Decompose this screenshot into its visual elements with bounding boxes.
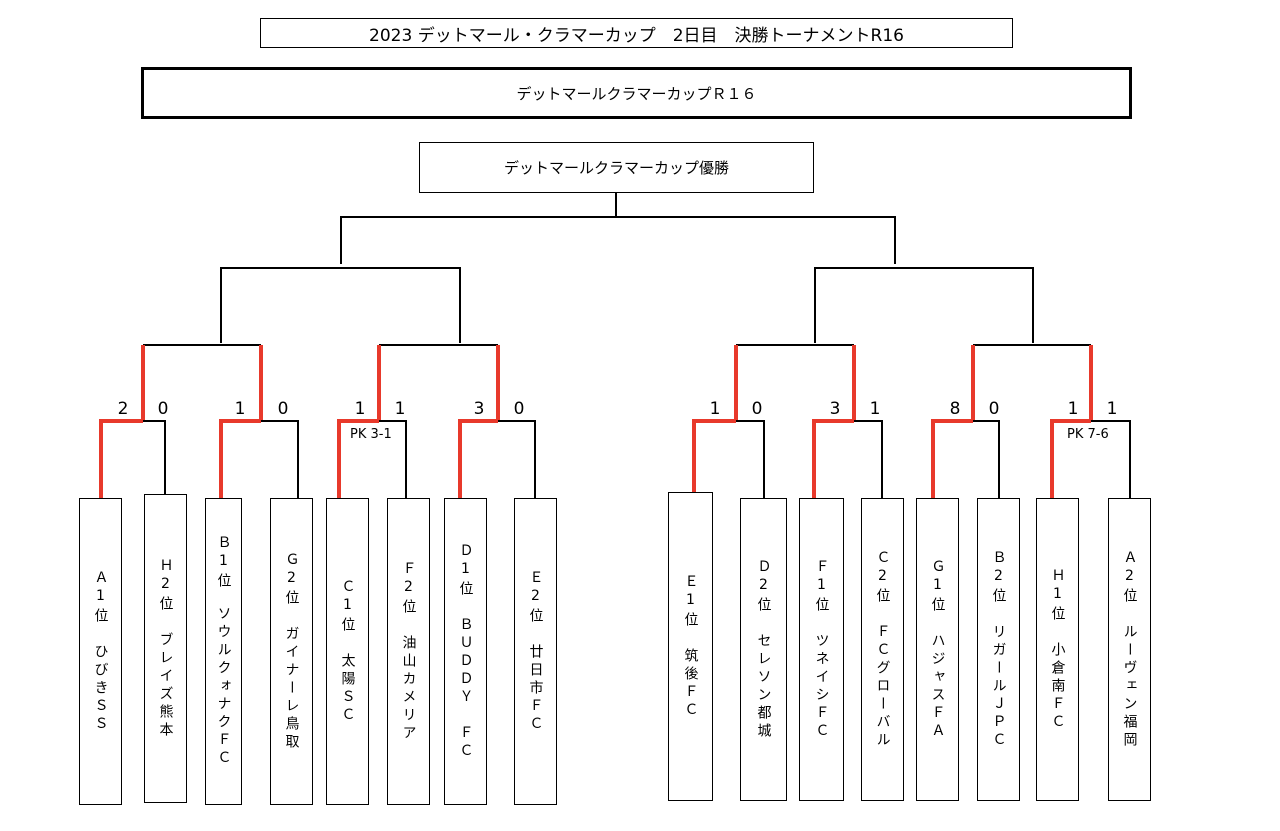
- match-score-away: 0: [157, 399, 169, 419]
- winner-path-line: [692, 419, 736, 492]
- match-score-home: 2: [117, 399, 129, 419]
- bracket-connector: [736, 420, 765, 498]
- team-text: Ｆ2位 油山カメリア: [400, 560, 417, 743]
- team-box: Ｈ2位 ブレイズ熊本: [144, 494, 187, 803]
- team-box: Ｈ1位 小倉南ＦＣ: [1036, 498, 1079, 801]
- match-score-away: 0: [988, 399, 1000, 419]
- match-score-home: 3: [829, 399, 841, 419]
- bracket-connector: [854, 420, 883, 498]
- team-box: Ｄ1位 ＢＵＤＤＹ ＦＣ: [444, 498, 487, 805]
- team-box: Ａ1位 ひびきＳＳ: [79, 498, 122, 805]
- team-box: Ｆ2位 油山カメリア: [387, 498, 430, 805]
- team-text: Ｂ1位 ソウルクォナクＦＣ: [215, 535, 232, 768]
- team-text: Ａ2位 ルーヴェン福岡: [1121, 549, 1138, 750]
- match-score-home: 8: [949, 399, 961, 419]
- match-score-home: 1: [709, 399, 721, 419]
- bracket-connector: [814, 267, 1034, 343]
- winner-path-line: [1050, 419, 1091, 498]
- match-score-away: 1: [869, 399, 881, 419]
- bracket-connector: [498, 420, 536, 498]
- team-text: Ｆ1位 ツネイシＦＣ: [813, 558, 830, 741]
- penalty-shootout-label: PK 3-1: [350, 427, 392, 442]
- match-score-home: 1: [1067, 399, 1079, 419]
- bracket-connector: [143, 420, 166, 494]
- match-score-away: 0: [277, 399, 289, 419]
- bracket-connector: [261, 420, 299, 498]
- bracket-connector: [973, 420, 1000, 498]
- winner-path-line: [458, 419, 498, 498]
- winner-path-line: [812, 419, 854, 498]
- penalty-shootout-label: PK 7-6: [1067, 427, 1109, 442]
- team-text: Ｇ2位 ガイナーレ鳥取: [283, 551, 300, 752]
- match-score-away: 1: [394, 399, 406, 419]
- team-box: Ｆ1位 ツネイシＦＣ: [799, 498, 844, 801]
- team-box: Ｇ1位 ハジャスＦＡ: [916, 498, 959, 801]
- tournament-title-text: 2023 デットマール・クラマーカップ 2日目 決勝トーナメントR16: [369, 25, 904, 46]
- champion-box: デットマールクラマーカップ優勝: [419, 142, 814, 193]
- bracket-connector: [220, 267, 461, 343]
- team-text: Ｅ1位 筑後ＦＣ: [682, 573, 699, 720]
- match-score-away: 0: [513, 399, 525, 419]
- winner-path-line: [337, 419, 379, 498]
- match-score-away: 0: [751, 399, 763, 419]
- team-text: Ｇ1位 ハジャスＦＡ: [929, 558, 946, 741]
- winner-path-line: [219, 419, 261, 498]
- match-score-home: 3: [473, 399, 485, 419]
- team-text: Ｅ2位 廿日市ＦＣ: [527, 569, 544, 734]
- team-box: Ｅ2位 廿日市ＦＣ: [514, 498, 557, 805]
- round-banner-text: デットマールクラマーカップＲ１６: [516, 84, 757, 103]
- team-text: Ｃ2位 ＦＣグローバル: [874, 549, 891, 750]
- winner-path-line: [99, 419, 143, 498]
- team-box: Ｃ2位 ＦＣグローバル: [861, 498, 904, 801]
- team-text: Ｃ1位 太陽ＳＣ: [339, 578, 356, 725]
- match-score-home: 1: [234, 399, 246, 419]
- bracket-connector: [379, 420, 407, 498]
- team-box: Ａ2位 ルーヴェン福岡: [1108, 498, 1151, 801]
- match-score-away: 1: [1106, 399, 1118, 419]
- team-box: Ｇ2位 ガイナーレ鳥取: [270, 498, 313, 805]
- winner-path-line: [931, 419, 973, 498]
- team-text: Ｈ1位 小倉南ＦＣ: [1049, 567, 1066, 732]
- team-box: Ｃ1位 太陽ＳＣ: [326, 498, 369, 805]
- tournament-title: 2023 デットマール・クラマーカップ 2日目 決勝トーナメントR16: [260, 18, 1013, 48]
- team-box: Ｅ1位 筑後ＦＣ: [668, 492, 713, 801]
- bracket-connector: [1091, 420, 1131, 498]
- champion-label: デットマールクラマーカップ優勝: [503, 159, 729, 177]
- match-score-home: 1: [354, 399, 366, 419]
- team-text: Ａ1位 ひびきＳＳ: [92, 569, 109, 734]
- team-text: Ｄ2位 セレソン都城: [755, 558, 772, 741]
- team-text: Ｂ2位 リガールＪＰＣ: [990, 549, 1007, 750]
- bracket-connector: [340, 216, 896, 264]
- round-banner: デットマールクラマーカップＲ１６: [141, 67, 1132, 119]
- team-box: Ｄ2位 セレソン都城: [740, 498, 787, 801]
- team-text: Ｈ2位 ブレイズ熊本: [157, 557, 174, 740]
- team-text: Ｄ1位 ＢＵＤＤＹ ＦＣ: [457, 542, 474, 761]
- team-box: Ｂ2位 リガールＪＰＣ: [977, 498, 1020, 801]
- team-box: Ｂ1位 ソウルクォナクＦＣ: [205, 498, 242, 805]
